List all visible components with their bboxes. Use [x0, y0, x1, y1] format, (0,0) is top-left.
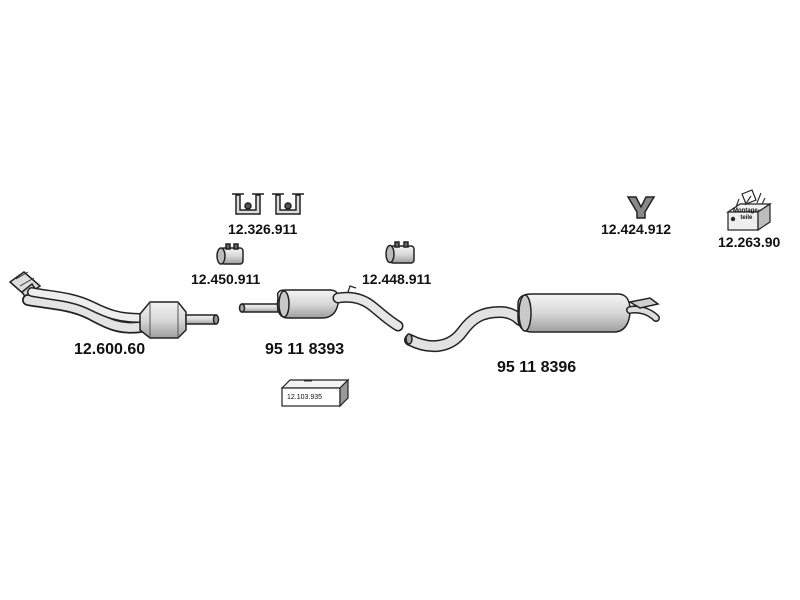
y-hanger-icon [626, 196, 656, 219]
label-clamp-mid: 12.448.911 [362, 271, 432, 287]
band-clamp-icon-2 [385, 241, 415, 264]
rear-silencer [404, 293, 660, 353]
mounting-kit-tag-line2: teile [740, 215, 753, 221]
u-bolt-clamp-icon-2 [272, 193, 304, 215]
label-hanger: 12.424.912 [601, 221, 672, 237]
label-clamp-left: 12.450.911 [191, 271, 261, 287]
label-middle-silencer: 95 11 8393 [265, 341, 345, 358]
label-mounting-kit: 12.263.90 [718, 234, 781, 250]
label-small-box: 12.103.935 [287, 394, 323, 401]
label-rear-silencer: 95 11 8396 [497, 359, 577, 376]
middle-silencer [238, 285, 404, 332]
label-front-pipe: 12.600.60 [74, 341, 146, 358]
mounting-kit-tag: Montage- teile [733, 208, 760, 222]
mounting-kit-tag-line1: Montage- [733, 208, 760, 214]
label-clamps-top: 12.326.911 [228, 221, 298, 237]
u-bolt-clamp-icon [232, 193, 264, 215]
front-pipe-catalytic-converter [8, 271, 220, 339]
small-parts-box-icon [280, 378, 350, 408]
band-clamp-icon [216, 243, 244, 265]
mounting-kit-box-icon [726, 189, 772, 232]
